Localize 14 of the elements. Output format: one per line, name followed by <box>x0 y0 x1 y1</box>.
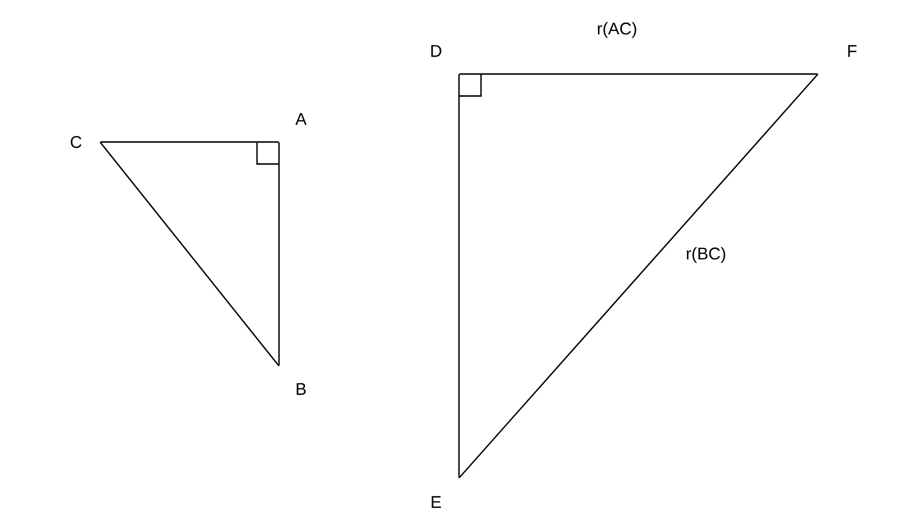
triangle-side <box>458 74 460 478</box>
vertex-label: B <box>296 383 306 395</box>
triangle-side <box>458 74 818 478</box>
vertex-label: E <box>432 496 441 508</box>
triangle-side <box>100 141 279 143</box>
vertex-label: F <box>848 45 856 57</box>
edge-label: r(AC) <box>596 21 638 39</box>
triangle-side <box>100 142 280 366</box>
triangle-side <box>459 73 818 75</box>
vertex-label: C <box>70 136 82 148</box>
edge-label: r(BC) <box>684 246 728 264</box>
vertex-label: A <box>295 113 307 125</box>
triangle-side <box>278 142 280 366</box>
vertex-label: D <box>431 45 442 57</box>
